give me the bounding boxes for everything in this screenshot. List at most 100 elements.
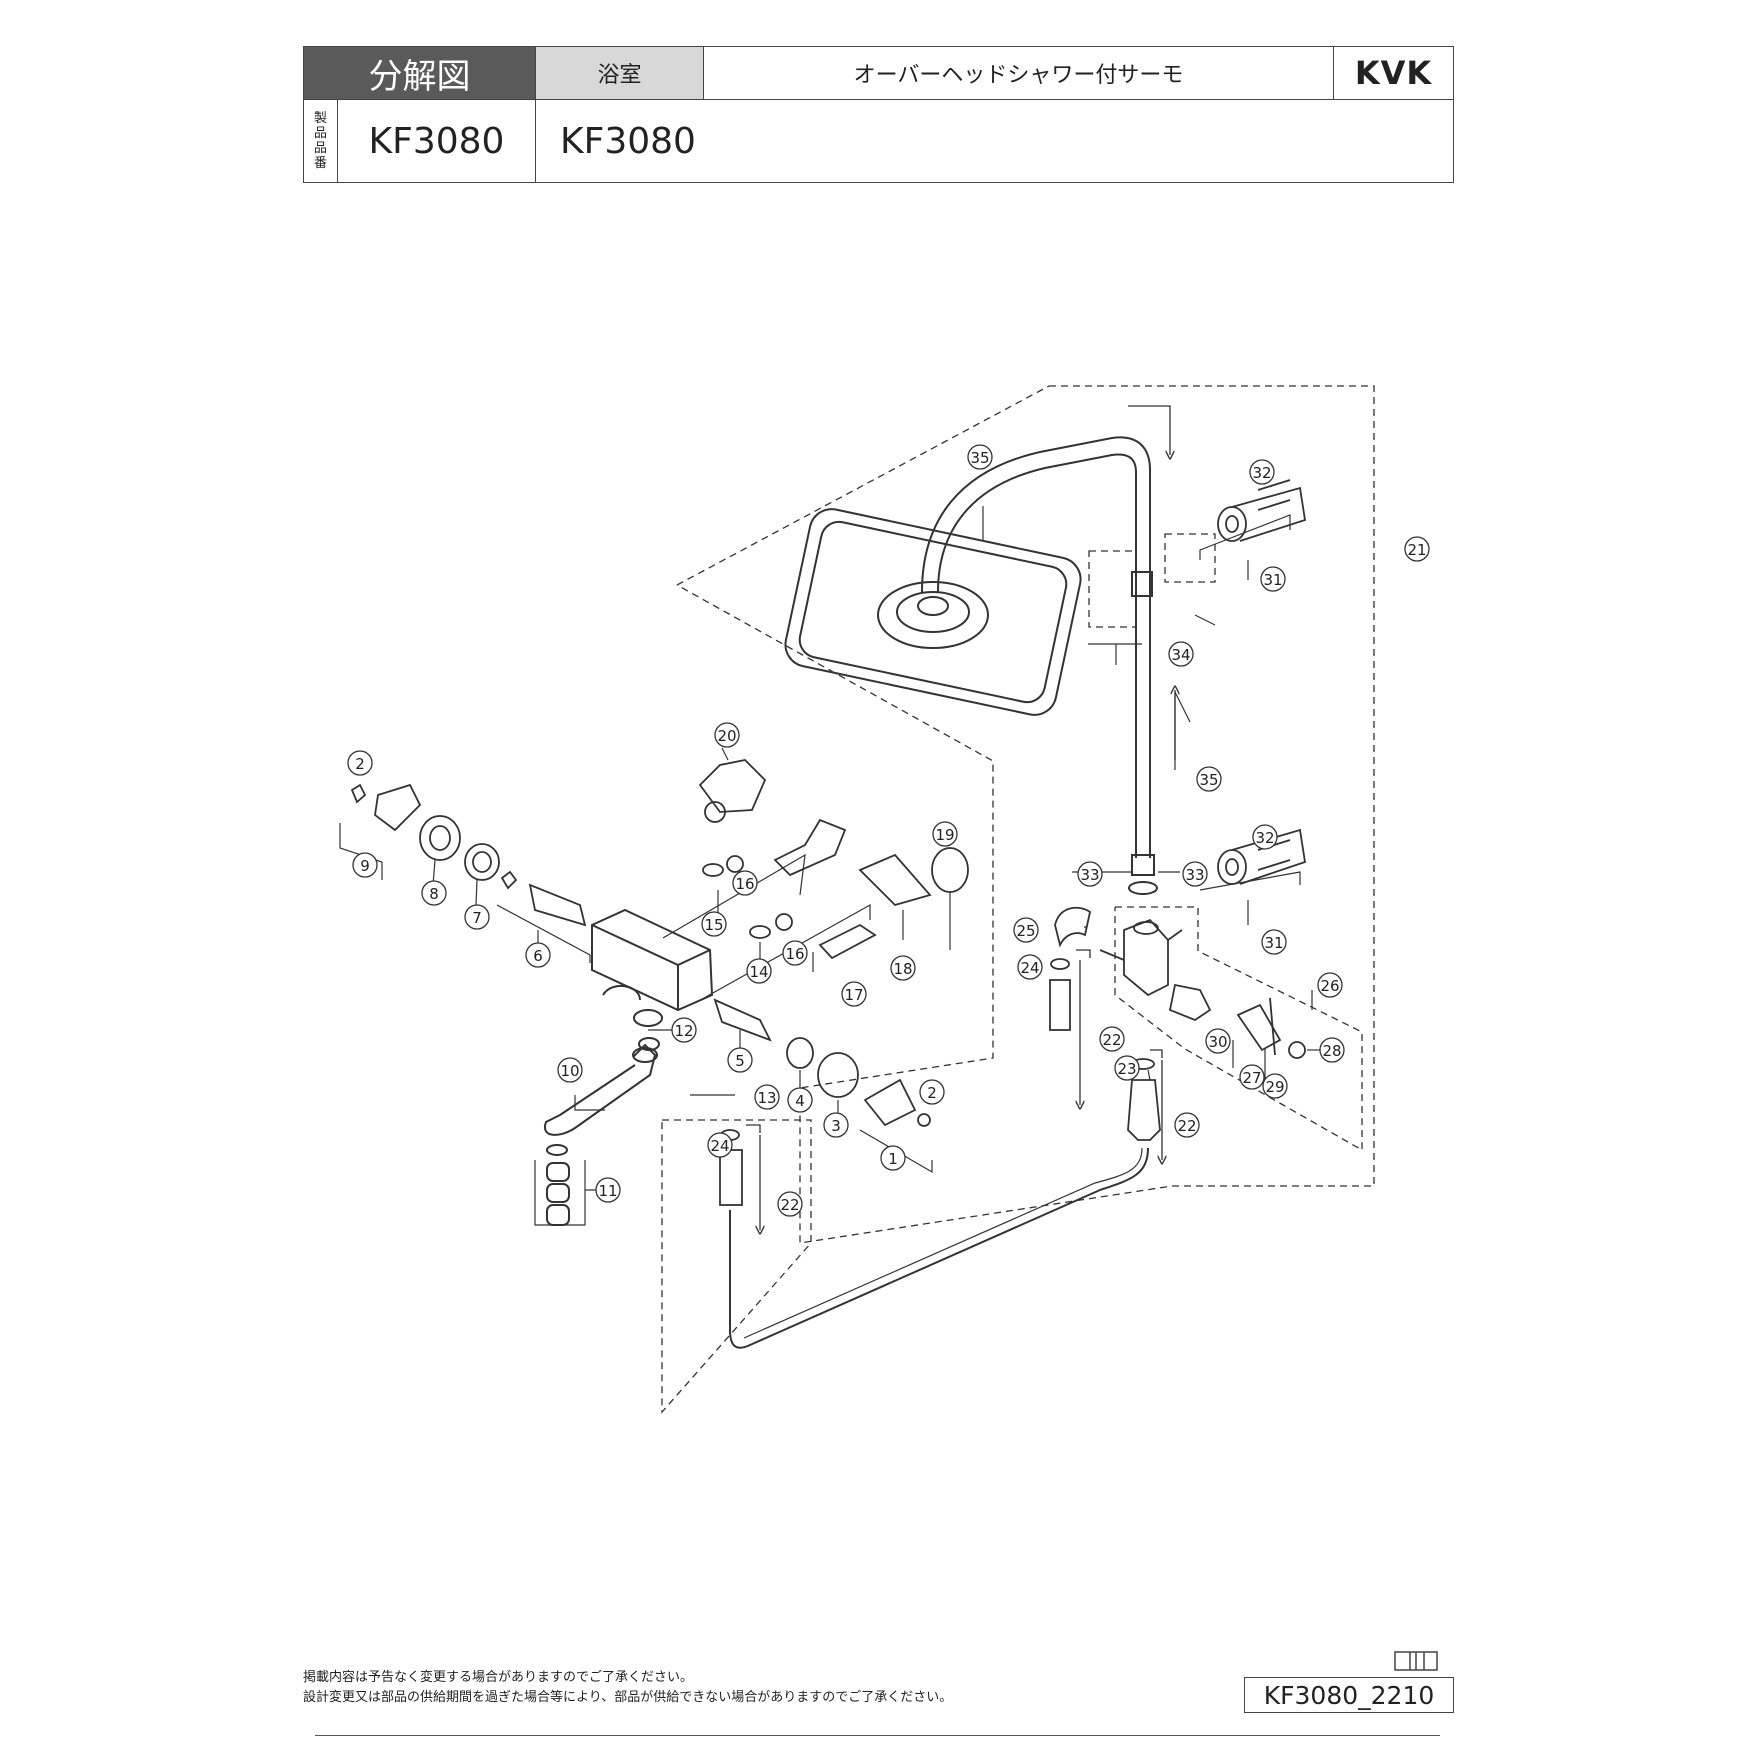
callout-number: 12 [674,1022,693,1040]
hose-group-outline [661,1119,812,1414]
shower-group-outline [676,385,1375,1244]
callout-number: 15 [704,916,723,934]
temp-handle-parts [350,783,587,927]
callout-circle [967,444,993,470]
label-char: 品 [313,126,327,141]
callout-circle [932,821,958,847]
callout-number: 22 [780,1196,799,1214]
callout-number: 28 [1322,1042,1341,1060]
callout-circle [557,1057,583,1083]
thermo-body [591,908,714,1051]
part-callouts: 1223456789101112131415161617181920212222… [347,444,1430,1217]
hook-box-left [1088,550,1137,628]
label-char: 番 [313,156,327,171]
assembly-arrows [746,405,1175,1230]
callout-circle [1013,917,1039,943]
header-row-2: 製 品 品 番 KF3080 KF3080 [304,100,1453,182]
document-code: KF3080_2210 [1244,1677,1454,1713]
callout-number: 20 [717,727,736,745]
wall-brackets [1217,479,1307,885]
callout-number: 9 [360,857,370,875]
callout-number: 33 [1185,866,1204,884]
callout-circle [1196,766,1222,792]
flow-handle-parts [713,998,931,1127]
callout-circle [919,1079,945,1105]
callout-number: 3 [831,1117,841,1135]
shower-head [784,508,1082,716]
callout-number: 19 [935,826,954,844]
callout-circle [714,722,740,748]
callout-circle [1404,536,1430,562]
callout-circle [464,904,490,930]
callout-circle [421,880,447,906]
callout-circle [782,940,808,966]
callout-number: 25 [1016,922,1035,940]
callout-number: 16 [735,875,754,893]
callout-number: 26 [1320,977,1339,995]
callout-number: 18 [893,960,912,978]
callout-circle [1239,1064,1265,1090]
callout-number: 24 [710,1137,729,1155]
brand-logo: KVK [1354,54,1433,92]
callout-circle [754,1084,780,1110]
callout-circle [1317,972,1343,998]
callout-number: 27 [1242,1069,1261,1087]
callout-circle [841,981,867,1007]
callout-circle [823,1112,849,1138]
callout-number: 30 [1208,1033,1227,1051]
callout-number: 31 [1264,934,1283,952]
callout-circle [1174,1112,1200,1138]
room-label: 浴室 [536,47,704,99]
callout-number: 16 [785,945,804,963]
callout-number: 35 [1199,771,1218,789]
callout-circle [1114,1055,1140,1081]
label-char: 製 [313,111,327,126]
bottom-rule [315,1735,1440,1736]
diverter-body [1099,918,1306,1059]
callout-circle [880,1145,906,1171]
callout-number: 23 [1117,1060,1136,1078]
callout-circle [1252,824,1278,850]
footer-notes: 掲載内容は予告なく変更する場合がありますのでご了承ください。 設計変更又は部品の… [303,1668,952,1708]
note-line-1: 掲載内容は予告なく変更する場合がありますのでご了承ください。 [303,1670,694,1685]
callout-number: 5 [735,1052,745,1070]
callout-circle [707,1132,733,1158]
callout-number: 4 [795,1092,805,1110]
callout-number: 29 [1265,1078,1284,1096]
callout-number: 22 [1177,1117,1196,1135]
product-description: オーバーヘッドシャワー付サーモ [704,47,1334,99]
callout-number: 8 [429,885,439,903]
callout-circle [727,1047,753,1073]
callout-circle [671,1017,697,1043]
callout-circle [746,958,772,984]
callout-circle [1168,641,1194,667]
elbow-25 [1054,906,1092,948]
shower-hose [729,1147,1149,1349]
callout-number: 31 [1263,571,1282,589]
callout-circle [701,911,727,937]
callout-number: 33 [1080,866,1099,884]
nipple-right [1049,958,1161,1141]
callout-number: 11 [598,1182,617,1200]
callout-number: 21 [1407,541,1426,559]
callout-circle [1260,566,1286,592]
callout-circle [1319,1037,1345,1063]
callout-circle [1017,954,1043,980]
callout-circle [1262,1073,1288,1099]
callout-number: 34 [1171,646,1190,664]
callout-number: 17 [844,986,863,1004]
callout-number: 2 [927,1084,937,1102]
product-number-primary: KF3080 [338,100,536,182]
section-label: 分解図 [304,47,536,99]
callout-number: 10 [560,1062,579,1080]
shower-arm [921,436,1158,895]
callout-circle [1182,861,1208,887]
callout-number: 7 [472,909,482,927]
callout-number: 32 [1252,464,1271,482]
callout-number: 24 [1020,959,1039,977]
callout-number: 35 [970,449,989,467]
product-number-label: 製 品 品 番 [304,100,338,182]
hook-box-right [1164,533,1216,583]
product-number-secondary: KF3080 [560,120,696,162]
